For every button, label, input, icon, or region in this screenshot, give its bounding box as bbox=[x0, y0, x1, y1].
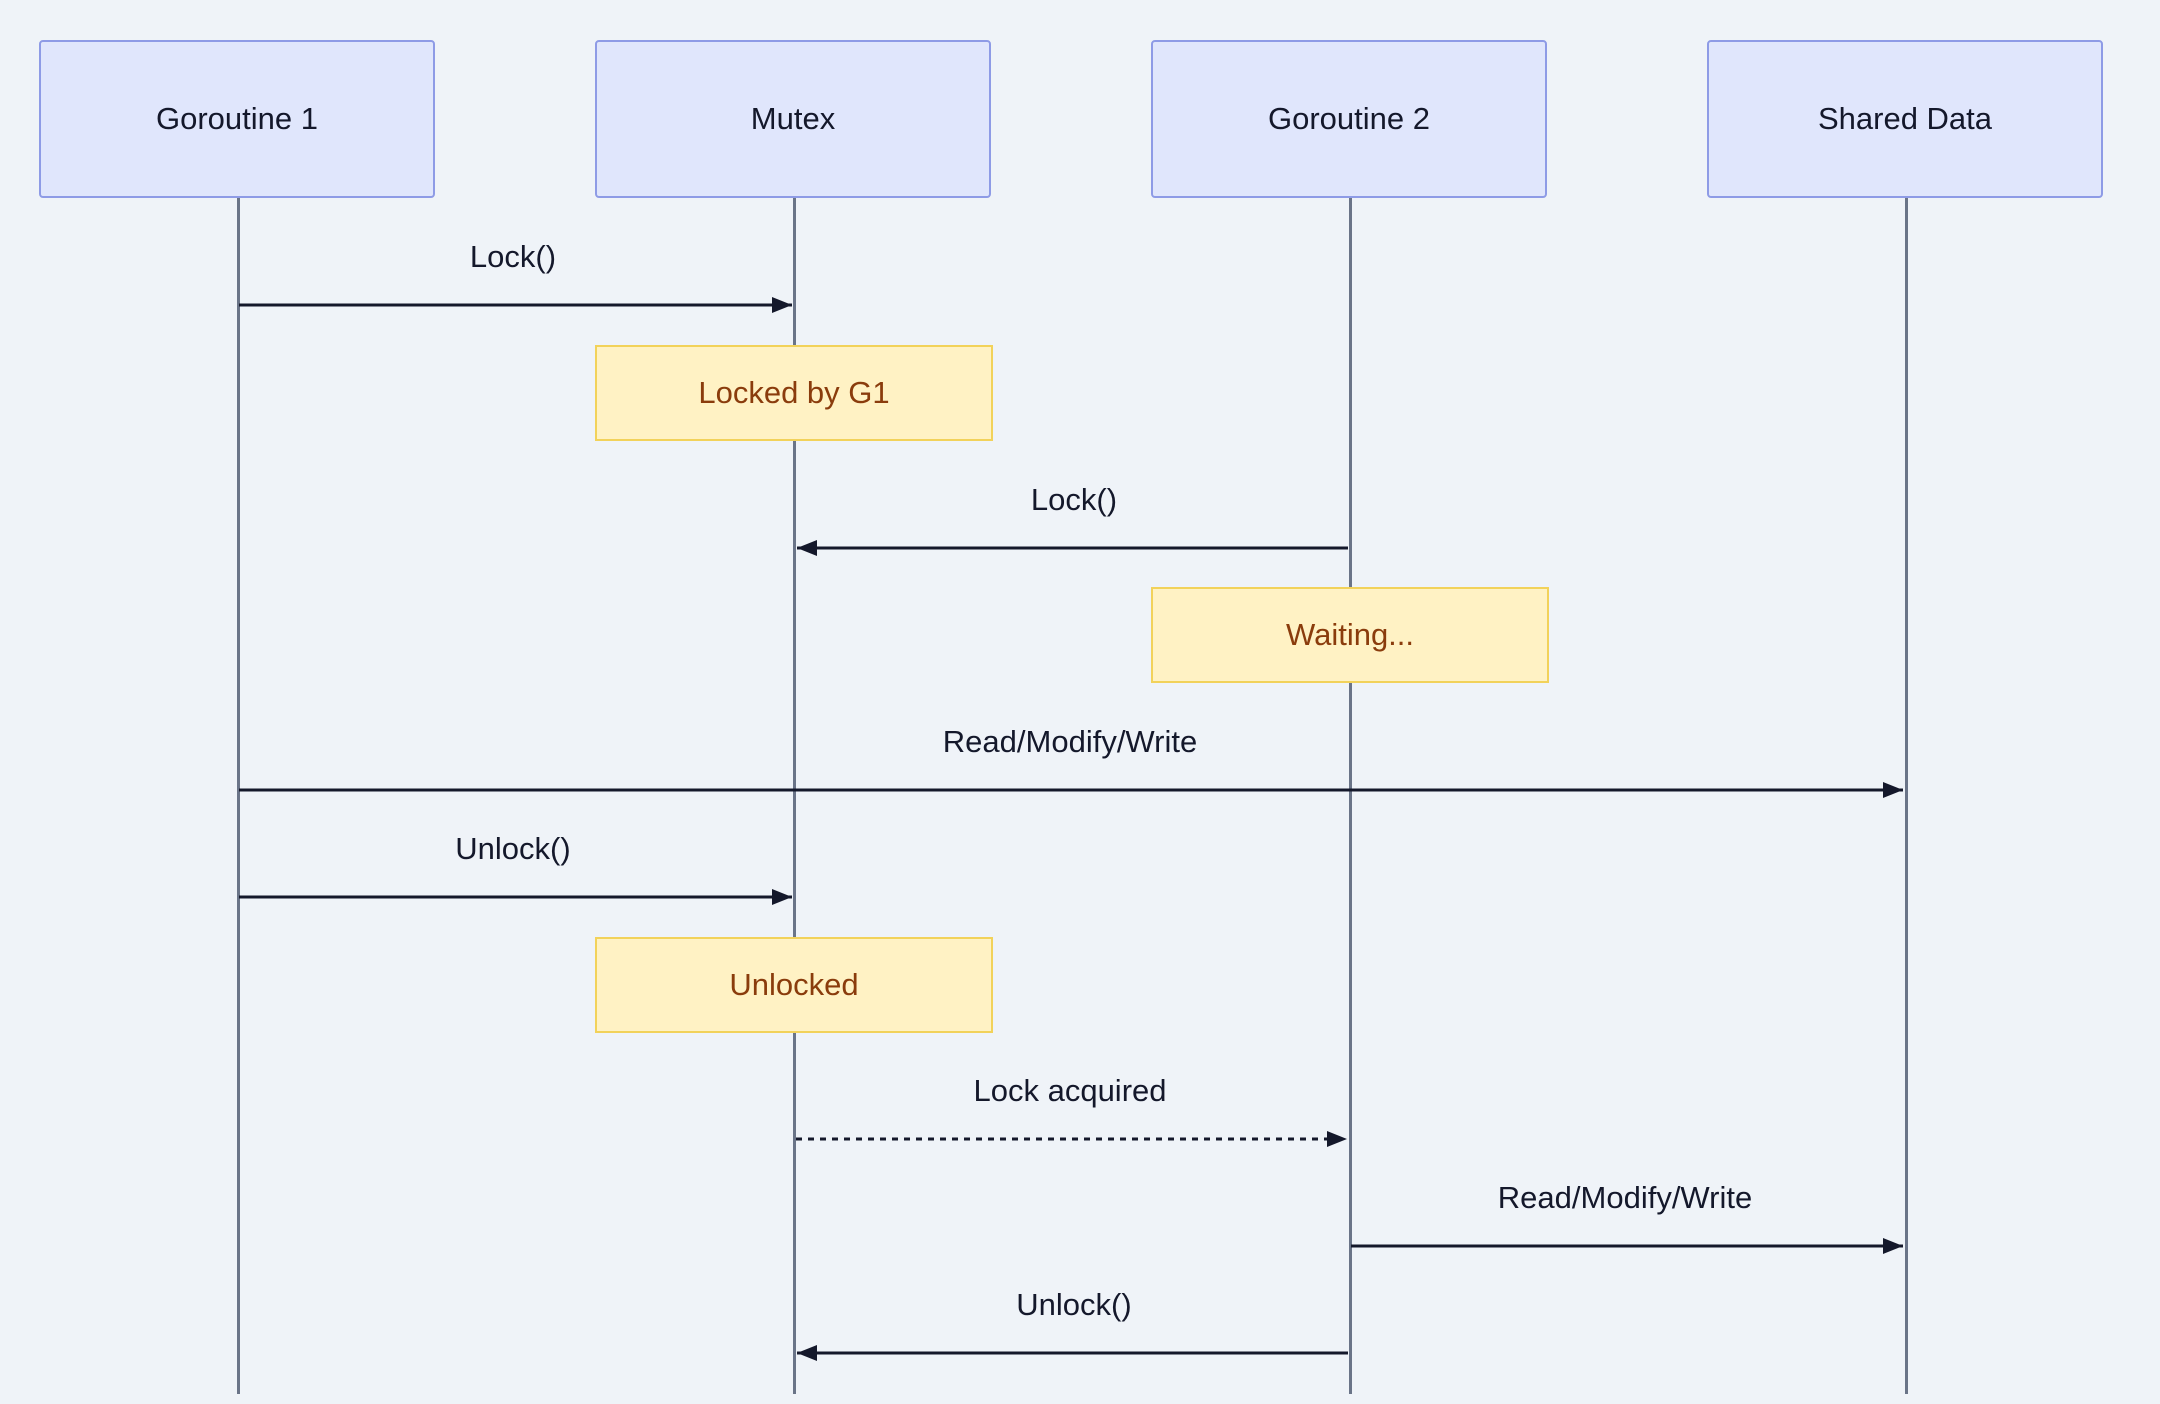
lifeline-shared-data bbox=[1905, 198, 1908, 1394]
message-label-g1-lock: Lock() bbox=[469, 239, 557, 274]
actor-shared-data: Shared Data bbox=[1707, 40, 2103, 198]
lifeline-goroutine-1 bbox=[237, 198, 240, 1394]
note-unlocked: Unlocked bbox=[595, 937, 993, 1033]
actor-goroutine-2: Goroutine 2 bbox=[1151, 40, 1547, 198]
message-label-lock-acquired: Lock acquired bbox=[973, 1073, 1167, 1108]
lifeline-goroutine-2 bbox=[1349, 198, 1352, 1394]
message-label-g2-lock: Lock() bbox=[1030, 482, 1118, 517]
note-waiting: Waiting... bbox=[1151, 587, 1549, 683]
actor-goroutine-1: Goroutine 1 bbox=[39, 40, 435, 198]
note-locked-by-g1: Locked by G1 bbox=[595, 345, 993, 441]
message-label-g1-read-modify-write: Read/Modify/Write bbox=[942, 724, 1198, 759]
message-label-g2-read-modify-write: Read/Modify/Write bbox=[1497, 1180, 1753, 1215]
lifeline-mutex bbox=[793, 198, 796, 1394]
message-label-g2-unlock: Unlock() bbox=[1016, 1287, 1132, 1322]
message-label-g1-unlock: Unlock() bbox=[455, 831, 571, 866]
actor-mutex: Mutex bbox=[595, 40, 991, 198]
